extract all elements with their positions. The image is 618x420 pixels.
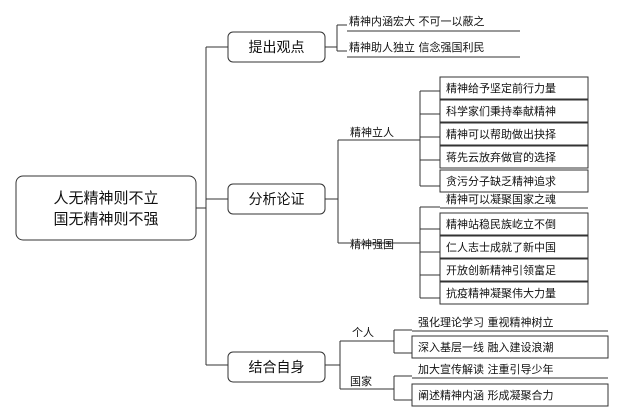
branch-1-box	[227, 31, 326, 63]
leaf-qg-3: 仁人志士成就了新中国	[446, 240, 556, 254]
leaf-qg-2: 精神站稳民族屹立不倒	[446, 217, 556, 231]
leaf-lr-1-box	[439, 76, 589, 100]
branch-3-box	[227, 351, 326, 383]
leaf-lr-3-box	[439, 122, 589, 146]
group-jingshen-qiangguo: 精神强国	[350, 237, 394, 251]
edge-branch-3-groups	[325, 340, 388, 390]
leaf-gr-2: 深入基层一线 融入建设浪潮	[418, 340, 554, 354]
group-lr-leaves: 精神给予坚定前行力量 科学家们秉持奉献精神 精神可以帮助做出抉择 蒋先云放弃做官…	[439, 76, 589, 193]
root-box	[15, 175, 197, 241]
branch-2-box	[227, 183, 326, 215]
branch-node-2: 分析论证	[227, 183, 326, 215]
leaf-qg-5: 抗疫精神凝聚伟大力量	[446, 286, 556, 300]
leaf-lr-3: 精神可以帮助做出抉择	[446, 127, 556, 141]
group-gj-label: 国家	[350, 374, 372, 388]
group-gr-label: 个人	[352, 326, 374, 339]
group-jingshen-liren: 精神立人	[350, 125, 394, 139]
leaf-qg-4-box	[439, 258, 589, 282]
root-node: 人无精神则不立 国无精神则不强	[15, 175, 197, 241]
leaf-lr-2-box	[439, 99, 589, 123]
group-qg-leaves: 精神可以凝聚国家之魂 精神站稳民族屹立不倒 仁人志士成就了新中国 开放创新精神引…	[439, 192, 589, 305]
edge-group-qg-leaves	[414, 206, 440, 299]
branch-1-label: 提出观点	[249, 40, 305, 56]
leaf-gj-2: 阐述精神内涵 形成凝聚合力	[418, 388, 554, 402]
edge-group-gj-leaves	[388, 375, 412, 401]
leaf-lr-1: 精神给予坚定前行力量	[446, 81, 556, 95]
leaf-lr-2: 科学家们秉持奉献精神	[446, 104, 556, 118]
group-gj-leaves: 加大宣传解读 注重引导少年 阐述精神内涵 形成凝聚合力	[411, 362, 609, 407]
edge-group-gr-leaves	[388, 329, 412, 354]
leaf-1-2: 精神助人独立 信念强国利民	[349, 40, 485, 54]
leaf-lr-4: 蒋先云放弃做官的选择	[446, 150, 556, 164]
leaf-qg-3-box	[439, 235, 589, 259]
edge-root-to-branches	[196, 46, 228, 366]
leaf-lr-4-box	[439, 145, 589, 169]
connectors	[196, 24, 440, 401]
branch-2-label: 分析论证	[249, 192, 305, 208]
leaf-lr-5-box	[439, 169, 589, 193]
leaf-qg-2-box	[439, 212, 589, 236]
leaf-gj-1: 加大宣传解读 注重引导少年	[418, 362, 554, 376]
leaf-qg-4: 开放创新精神引领富足	[446, 263, 556, 277]
leaf-lr-5: 贪污分子缺乏精神追求	[446, 174, 556, 188]
root-line-1: 人无精神则不立	[53, 189, 158, 207]
edge-group-lr-leaves	[414, 90, 440, 187]
leaf-qg-5-box	[439, 281, 589, 305]
group-guojia: 国家	[350, 374, 372, 388]
group-qg-label: 精神强国	[350, 237, 394, 251]
branch-node-3: 结合自身	[227, 351, 326, 383]
root-line-2: 国无精神则不强	[53, 210, 158, 228]
leaf-gj-2-box	[411, 383, 609, 407]
edge-branch-1-leaves	[325, 24, 347, 52]
leaf-qg-1: 精神可以凝聚国家之魂	[446, 192, 556, 206]
branch-3-label: 结合自身	[249, 360, 305, 376]
leaf-gr-1: 强化理论学习 重视精神树立	[418, 315, 554, 329]
leaf-gr-2-box	[411, 335, 609, 359]
group-lr-label: 精神立人	[350, 125, 394, 139]
group-gr-leaves: 强化理论学习 重视精神树立 深入基层一线 融入建设浪潮	[411, 315, 609, 359]
edge-branch-2-groups	[325, 139, 414, 244]
leaf-1-1: 精神内涵宏大 不可一以蔽之	[349, 14, 485, 28]
branch-1-leaves: 精神内涵宏大 不可一以蔽之 精神助人独立 信念强国利民	[347, 14, 520, 58]
group-geren: 个人	[352, 326, 374, 339]
branch-node-1: 提出观点	[227, 31, 326, 63]
